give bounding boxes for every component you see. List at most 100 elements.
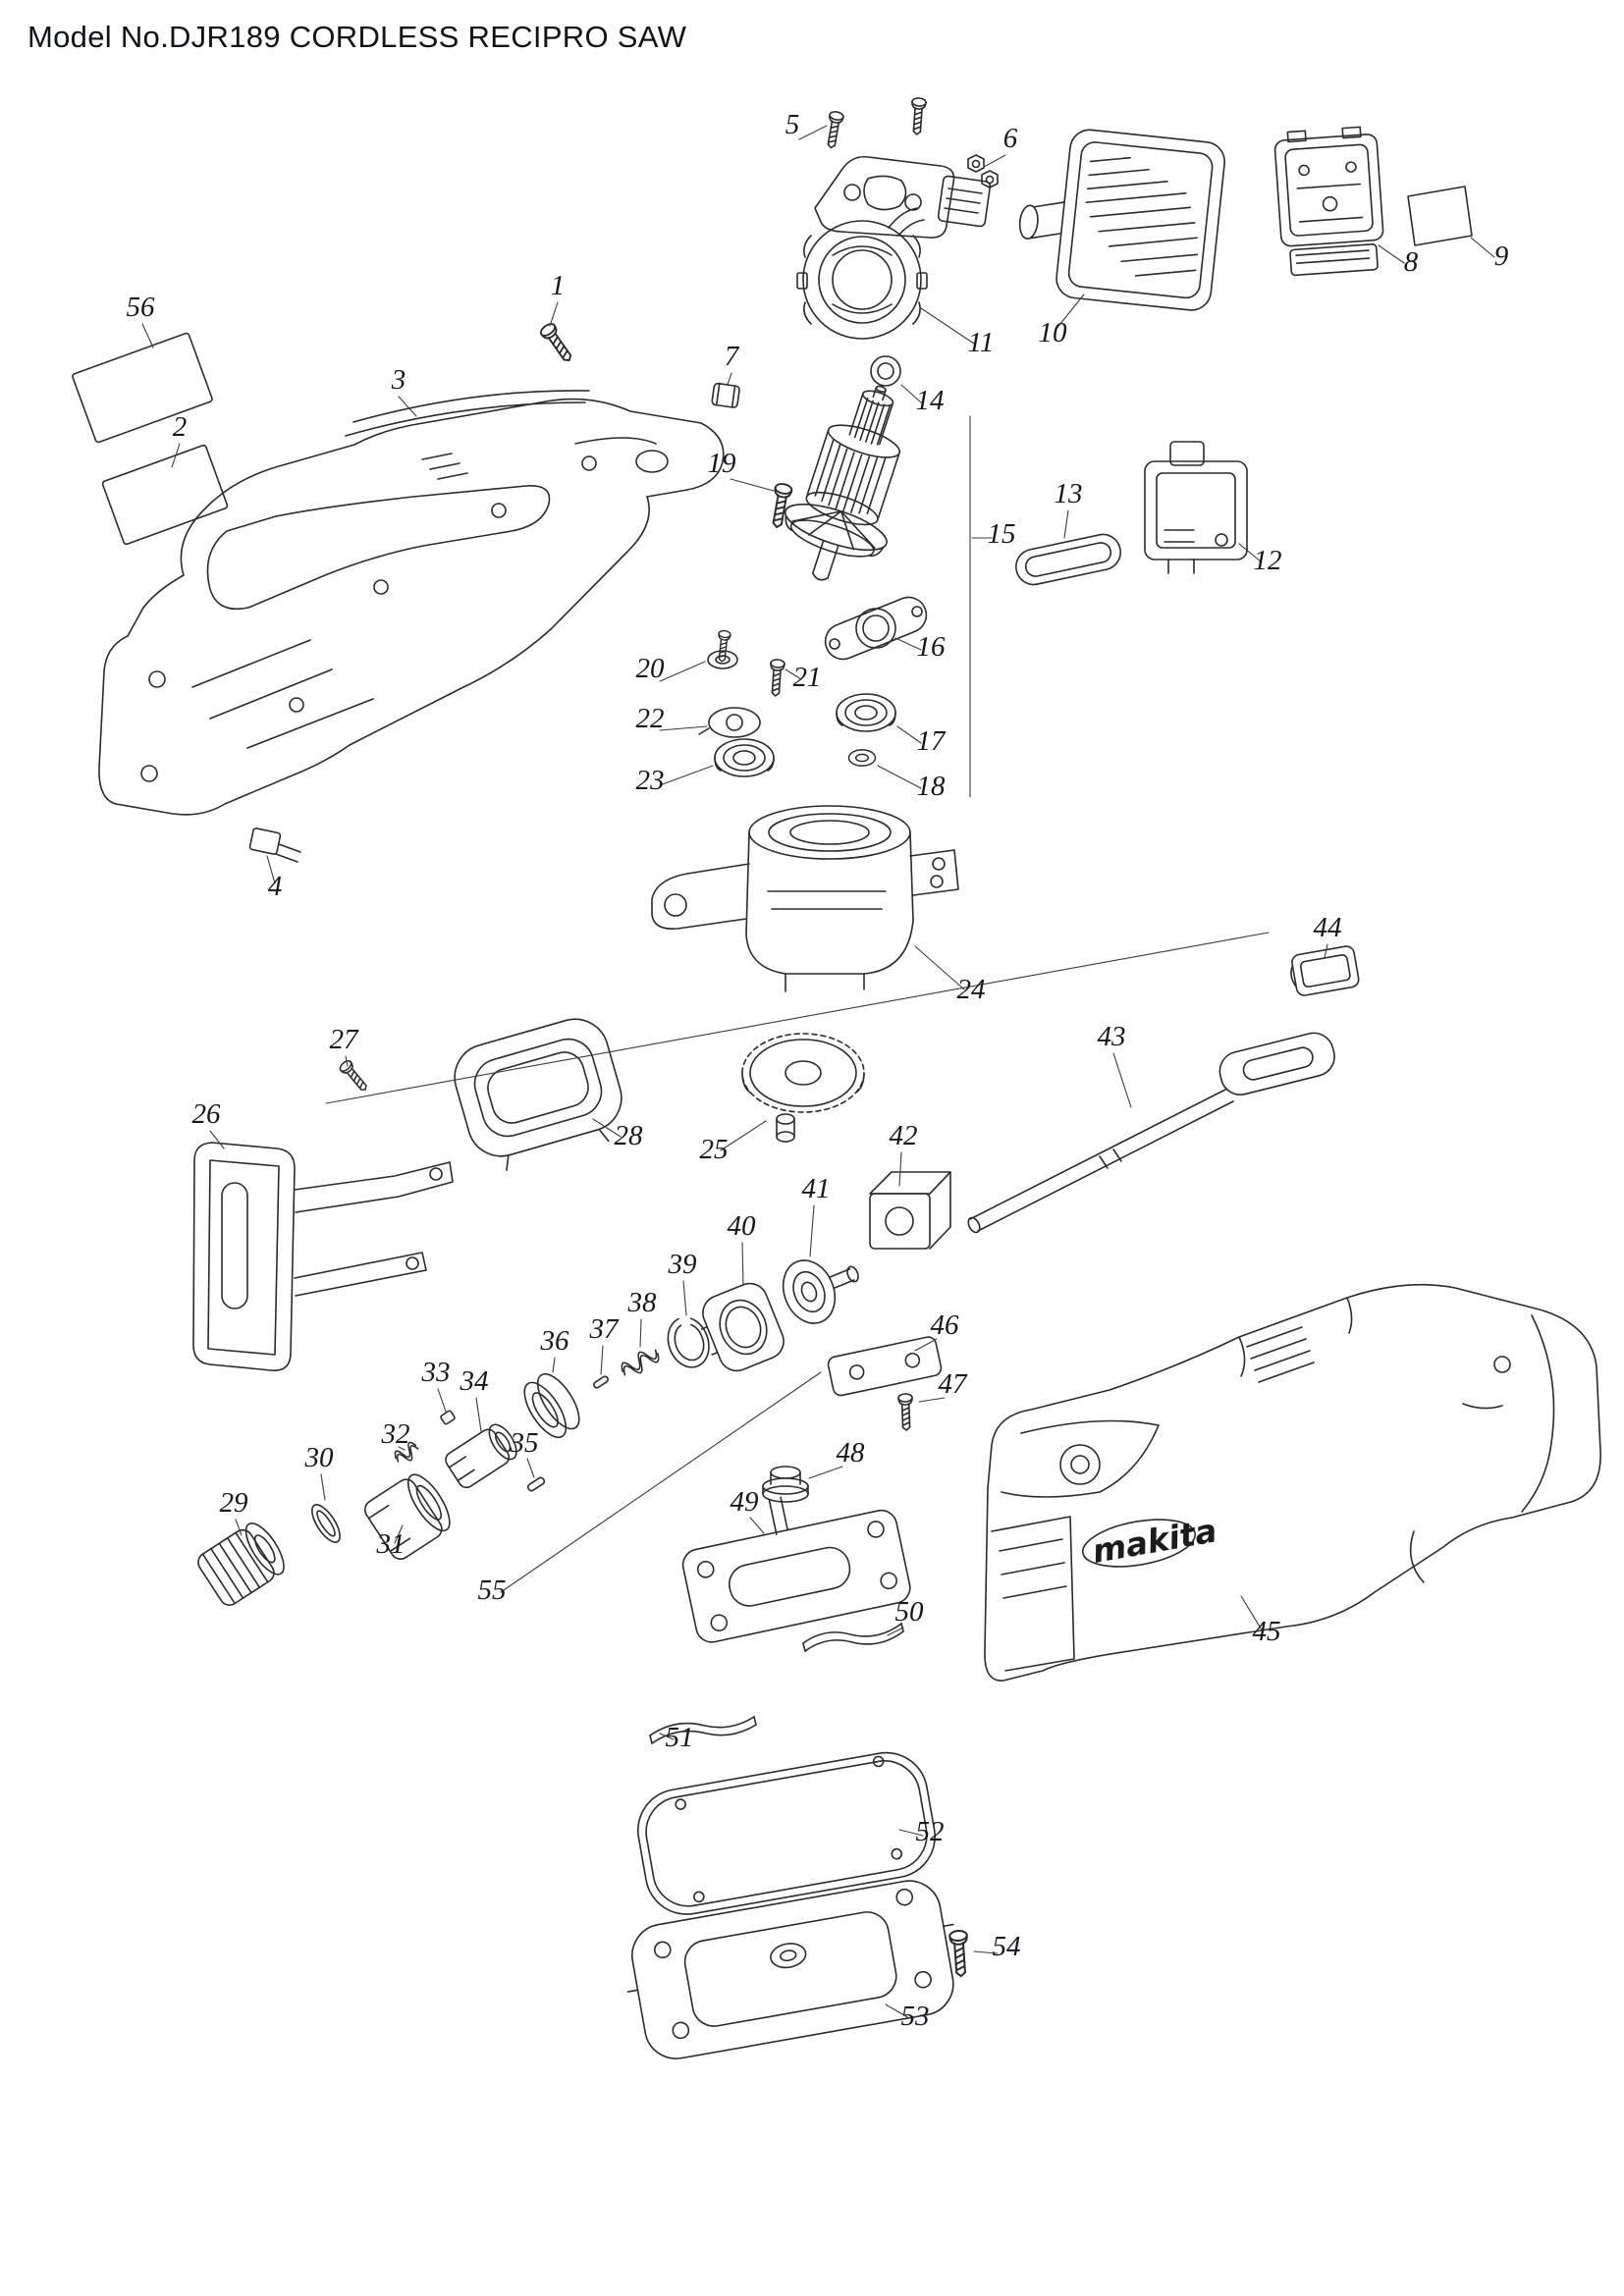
clip-7-drawing <box>711 382 740 408</box>
part-callout-50: 50 <box>895 1596 925 1628</box>
label-sticker-9 <box>1407 186 1473 246</box>
part-callout-32: 32 <box>381 1418 410 1450</box>
part-callout-29: 29 <box>220 1487 249 1519</box>
part-callout-56: 56 <box>127 292 156 323</box>
part-callout-26: 26 <box>192 1098 222 1130</box>
plate-46-drawing <box>827 1336 943 1397</box>
gasket-52-drawing <box>636 1751 936 1915</box>
part-callout-9: 9 <box>1494 240 1509 272</box>
part-callout-25: 25 <box>700 1134 729 1165</box>
part-callout-23: 23 <box>636 765 665 796</box>
part-callout-6: 6 <box>1003 123 1018 154</box>
piston-34-drawing <box>445 1423 517 1489</box>
part-callout-40: 40 <box>728 1210 757 1242</box>
pin-35-drawing <box>526 1476 546 1492</box>
part-callout-51: 51 <box>666 1722 694 1753</box>
part-callout-15: 15 <box>988 518 1016 550</box>
part-callout-37: 37 <box>589 1313 621 1345</box>
ball-bearing-17-drawing <box>836 693 896 732</box>
part-callout-19: 19 <box>708 448 737 479</box>
pin-33-drawing <box>440 1410 456 1425</box>
part-callout-54: 54 <box>993 1931 1021 1962</box>
part-callout-33: 33 <box>421 1357 451 1388</box>
base-plate-53-drawing <box>626 1880 954 2059</box>
part-callout-8: 8 <box>1404 246 1419 278</box>
spiral-ring-39-drawing <box>667 1317 710 1368</box>
screw-19-drawing <box>767 481 794 530</box>
slider-rod-43-drawing <box>967 1032 1335 1234</box>
insulation-cover-10-drawing <box>1018 129 1225 311</box>
part-callout-16: 16 <box>917 631 947 663</box>
hex-nuts-6-drawing <box>967 154 999 188</box>
part-callout-3: 3 <box>391 364 406 396</box>
part-callout-1: 1 <box>551 270 566 301</box>
label-sticker-2 <box>101 444 229 546</box>
part-callout-38: 38 <box>627 1287 658 1318</box>
part-callout-44: 44 <box>1314 912 1342 943</box>
motor-housing-45-drawing: makita <box>984 1283 1601 1682</box>
part-callout-28: 28 <box>615 1120 644 1151</box>
switch-12-drawing <box>1144 441 1248 574</box>
part-callout-22: 22 <box>636 703 665 734</box>
part-callout-14: 14 <box>916 385 945 416</box>
part-callout-42: 42 <box>890 1120 918 1151</box>
spring-38-drawing <box>621 1349 660 1376</box>
cylinder-ring-36-drawing <box>523 1372 580 1439</box>
leader-lines <box>141 125 1495 2019</box>
screw-54-drawing <box>947 1929 971 1978</box>
part-callout-45: 45 <box>1253 1616 1281 1647</box>
part-callout-17: 17 <box>917 725 947 757</box>
leaf-spring-51-drawing <box>649 1716 757 1744</box>
pin-37-drawing <box>593 1375 609 1389</box>
part-callout-46: 46 <box>931 1309 960 1341</box>
part-callout-39: 39 <box>668 1249 698 1280</box>
ball-bearing-23-drawing <box>714 738 775 777</box>
housing-half-drawing <box>98 390 725 816</box>
shoe-assembly-26-drawing <box>192 1142 454 1371</box>
part-callout-11: 11 <box>968 327 995 358</box>
part-callout-5: 5 <box>785 109 800 140</box>
screw-47-drawing <box>897 1392 914 1432</box>
part-callout-55: 55 <box>478 1575 507 1606</box>
part-callout-20: 20 <box>636 653 666 684</box>
part-callout-34: 34 <box>460 1365 489 1397</box>
page-title: Model No.DJR189 CORDLESS RECIPRO SAW <box>27 20 687 54</box>
spring-32-drawing <box>394 1441 419 1463</box>
part-callout-10: 10 <box>1039 317 1068 348</box>
part-callout-49: 49 <box>731 1486 760 1518</box>
part-callout-18: 18 <box>917 771 947 802</box>
part-callout-13: 13 <box>1055 478 1083 509</box>
holder-complete-8-drawing <box>1273 126 1384 277</box>
bushing-48-drawing <box>762 1466 809 1503</box>
slider-plate-49-drawing <box>681 1496 911 1643</box>
screw-21-drawing <box>767 658 786 698</box>
flat-washer-18-drawing <box>847 749 877 767</box>
part-callout-52: 52 <box>916 1816 945 1847</box>
sleeve-holder-31-drawing <box>364 1473 451 1560</box>
screw-1-drawing <box>537 320 577 366</box>
label-sticker-56 <box>72 332 213 444</box>
ring-holder-40-drawing <box>700 1282 785 1372</box>
plate-22-drawing <box>698 707 761 738</box>
terminal-plate-drawing <box>814 155 992 239</box>
part-callout-41: 41 <box>802 1173 831 1204</box>
part-callout-12: 12 <box>1254 545 1282 576</box>
part-callout-36: 36 <box>540 1325 570 1357</box>
stator-field-drawing <box>796 207 928 340</box>
part-callout-43: 43 <box>1098 1021 1126 1052</box>
slide-block-42-drawing <box>869 1171 951 1250</box>
part-callout-30: 30 <box>304 1442 335 1473</box>
armature-15-drawing <box>785 385 901 581</box>
screw-5b-drawing <box>908 96 928 136</box>
part-callout-21: 21 <box>793 662 822 693</box>
part-callout-53: 53 <box>901 2001 930 2032</box>
part-callout-31: 31 <box>376 1528 406 1560</box>
sleeve-cap-29-drawing <box>197 1522 285 1606</box>
spur-gear-25-drawing <box>741 1033 865 1143</box>
part-callout-4: 4 <box>268 871 283 902</box>
rubber-boot-28-drawing <box>454 1018 623 1171</box>
grip-piece-13-drawing <box>1014 533 1122 586</box>
part-callout-35: 35 <box>510 1427 539 1459</box>
